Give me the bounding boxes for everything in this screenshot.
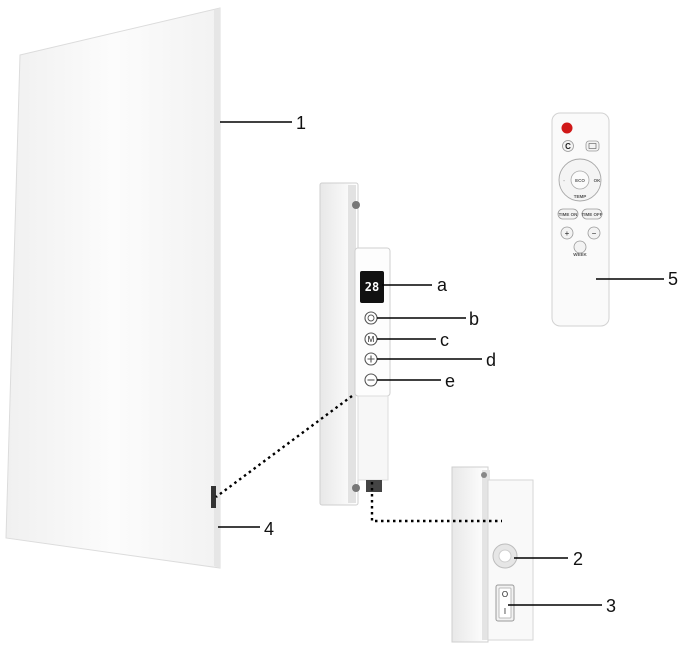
callout-5: 5 xyxy=(668,269,678,289)
switch-detail-view: O I xyxy=(451,466,534,643)
dotted-connectors xyxy=(215,395,502,523)
power-rocker-switch[interactable]: O I xyxy=(495,584,515,622)
callout-e: e xyxy=(445,371,455,391)
remote-power-button[interactable] xyxy=(561,122,573,134)
dotted-line-panel-to-control xyxy=(215,395,353,498)
remote-week-button[interactable]: WEEK xyxy=(573,240,588,257)
remote-temp-label: TEMP xyxy=(574,194,587,199)
bracket-screw xyxy=(352,201,360,209)
dotted-line-control-to-switch xyxy=(370,482,502,523)
heater-side-profile: 28 M xyxy=(319,182,391,506)
remote-week-label: WEEK xyxy=(573,252,587,257)
remote-eco-label: ECO xyxy=(575,178,585,183)
remote-minus-label: − xyxy=(592,229,597,238)
callout-c: c xyxy=(440,330,449,350)
callout-1: 1 xyxy=(296,113,306,133)
window-icon xyxy=(588,143,597,149)
callout-2: 2 xyxy=(573,549,583,569)
remote-control: C SET ECO ◦ OK TEMP TIME ON TIME OFF + xyxy=(551,112,610,327)
plus-button[interactable] xyxy=(364,352,378,366)
callout-d: d xyxy=(486,350,496,370)
display-value: 28 xyxy=(365,280,379,294)
callout-4: 4 xyxy=(264,519,274,539)
minus-button[interactable] xyxy=(364,373,378,387)
remote-dpad[interactable]: ECO ◦ OK xyxy=(558,158,602,202)
temperature-display xyxy=(360,271,384,303)
remote-minus-button[interactable]: − xyxy=(587,226,601,240)
mode-button[interactable]: M xyxy=(364,332,378,346)
remote-left-icon: ◦ xyxy=(563,178,565,183)
switch-on-symbol: I xyxy=(504,607,506,616)
callout-a: a xyxy=(437,275,448,295)
bracket-screw xyxy=(352,484,360,492)
heater-panel-front xyxy=(5,7,221,569)
remote-timeon-label: TIME ON xyxy=(559,212,578,217)
power-button[interactable] xyxy=(364,311,378,325)
remote-timeoff-button[interactable]: TIME OFF xyxy=(582,208,603,220)
power-icon xyxy=(367,314,375,322)
leader-lines xyxy=(218,121,664,606)
remote-window-button[interactable] xyxy=(585,140,600,152)
callout-b: b xyxy=(469,309,479,329)
remote-timeon-button[interactable]: TIME ON xyxy=(557,208,579,220)
mode-icon: M xyxy=(368,335,375,344)
plus-icon xyxy=(367,355,375,363)
remote-plus-button[interactable]: + xyxy=(560,226,574,240)
switch-off-symbol: O xyxy=(502,590,508,599)
callout-3: 3 xyxy=(606,596,616,616)
remote-c-label: C xyxy=(565,142,571,151)
remote-c-button[interactable]: C xyxy=(562,140,574,152)
rotary-knob[interactable] xyxy=(492,543,518,569)
remote-eco-button[interactable] xyxy=(570,170,590,190)
remote-ok-label: OK xyxy=(594,178,602,183)
remote-timeoff-label: TIME OFF xyxy=(582,212,603,217)
remote-plus-label: + xyxy=(565,229,570,238)
panel-side-switch-mark xyxy=(211,486,216,508)
